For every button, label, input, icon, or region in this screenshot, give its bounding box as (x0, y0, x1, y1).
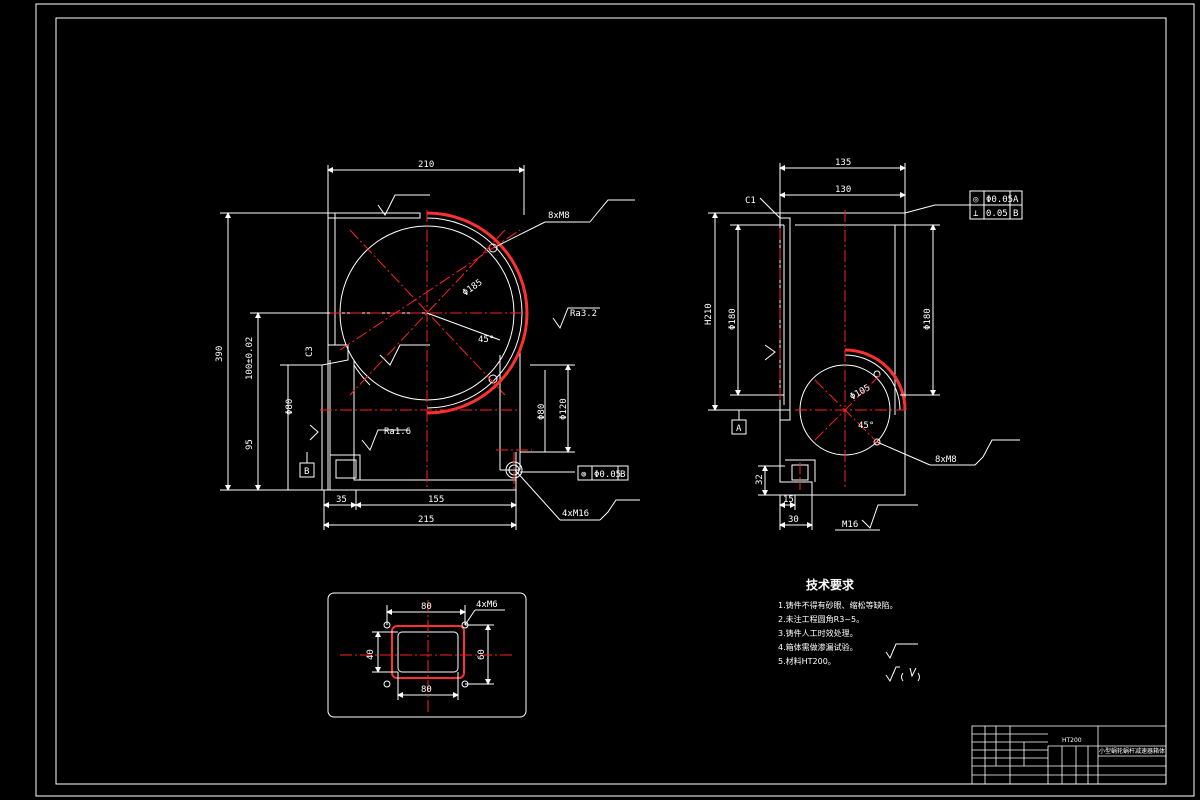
front-roughness-left-low: Ra1.6 (384, 427, 411, 437)
front-dim-main-diameter: Φ185 (461, 278, 485, 299)
side-tol-1-symbol: ◎ (973, 195, 979, 205)
front-view (220, 165, 640, 530)
side-dim-width-top: 135 (835, 158, 851, 168)
tech-req-line-2: 2.未注工程圆角R3~5。 (778, 614, 864, 624)
front-dim-left-lower: 95 (245, 439, 255, 450)
front-dim-base-total: 215 (418, 515, 434, 525)
side-dim-bore-left: Φ180 (728, 308, 738, 330)
front-dim-width-top: 210 (418, 160, 434, 170)
side-dim-base-height: 32 (755, 474, 765, 485)
front-dim-bottom-holes: 4xM16 (562, 509, 589, 519)
side-dim-thread: M16 (842, 520, 858, 530)
side-hatch-arc (844, 348, 907, 411)
front-tolerance-value: Φ0.05 (594, 470, 621, 480)
side-dim-small-diameter: Φ105 (849, 383, 873, 403)
front-tolerance-symbol: ⊚ (581, 470, 587, 480)
side-dim-chamfer: C1 (745, 196, 756, 206)
bottom-dim-bottom: 80 (421, 685, 432, 695)
title-block (971, 725, 1167, 785)
side-tol-1-datum: A (1013, 195, 1019, 205)
side-dim-base-w2: 30 (788, 515, 799, 525)
bottom-dim-holes: 4xM6 (476, 600, 498, 610)
bottom-dim-top: 80 (421, 602, 432, 612)
front-centerlines (320, 210, 532, 490)
side-centerlines (779, 210, 905, 490)
bottom-dim-right: 60 (477, 649, 487, 660)
front-tolerance-datum: B (620, 470, 625, 480)
bottom-centerlines (340, 600, 515, 712)
front-dim-left-height: 100±0.02 (245, 337, 255, 380)
front-roughness-right: Ra3.2 (570, 309, 597, 319)
title-block-part-name: 小型蜗轮蜗杆减速器箱体 (1099, 747, 1165, 755)
tech-req-line-1: 1.铸件不得有砂眼、缩松等缺陷。 (778, 600, 898, 610)
side-datum-a: A (736, 424, 742, 434)
tech-requirements-title: 技术要求 (806, 577, 855, 592)
front-dim-right-bore2: Φ80 (537, 404, 547, 420)
roughness-legend (885, 643, 920, 683)
bottom-dim-left: 40 (366, 649, 376, 660)
front-45-leader (426, 312, 501, 341)
front-dim-height-left: 390 (215, 346, 225, 362)
front-datum-b: B (304, 467, 309, 477)
side-tol-2-datum: B (1013, 209, 1018, 219)
side-dim-bolt-circle: 8xM8 (935, 455, 957, 465)
front-dim-bolt-circle: 8xM8 (548, 211, 570, 221)
tech-req-line-3: 3.铸件人工时效处理。 (778, 628, 858, 638)
side-dim-angle: 45° (858, 421, 874, 431)
side-dim-height-left: H210 (704, 303, 714, 325)
front-dim-right-bore: Φ120 (559, 398, 569, 420)
inner-border (55, 17, 1167, 785)
side-dim-bore-right: Φ180 (923, 308, 933, 330)
side-tol-2-value: 0.05 (986, 209, 1008, 219)
front-dim-angle: 45° (478, 335, 494, 345)
outer-border (35, 3, 1195, 797)
front-dim-base-mid: 155 (428, 495, 444, 505)
front-dim-base-left: 35 (336, 495, 347, 505)
side-dim-width-inner: 130 (835, 185, 851, 195)
side-dim-base-w1: 15 (783, 495, 794, 505)
tech-req-line-5: 5.材料HT200。 (778, 656, 836, 666)
front-dim-bore-small: Φ80 (285, 399, 295, 415)
side-tol-1-value: Φ0.05 (986, 195, 1013, 205)
side-tol-2-symbol: ⊥ (973, 209, 979, 219)
title-block-material: HT200 (1062, 737, 1082, 744)
tech-req-line-4: 4.箱体需做渗漏试验。 (778, 642, 858, 652)
front-dim-chamfer: C3 (305, 346, 315, 357)
